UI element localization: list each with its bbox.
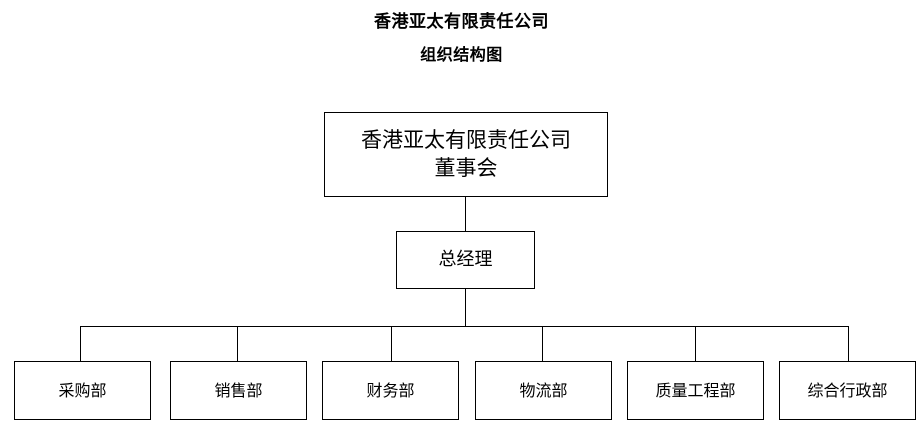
node-department-quality-engineering[interactable]: 质量工程部 <box>627 361 764 420</box>
node-department-general-administration[interactable]: 综合行政部 <box>779 361 916 420</box>
node-department-sales-label: 销售部 <box>214 380 263 400</box>
page-title-line-1: 香港亚太有限责任公司 <box>374 12 549 32</box>
connector-board-to-general-manager <box>464 196 466 232</box>
connector-drop-department-3 <box>391 326 393 362</box>
node-general-manager-label: 总经理 <box>438 249 493 271</box>
node-general-manager[interactable]: 总经理 <box>396 231 535 289</box>
node-department-logistics[interactable]: 物流部 <box>475 361 612 420</box>
connector-drop-department-4 <box>542 326 544 362</box>
connector-drop-department-1 <box>80 326 82 362</box>
node-department-purchasing-label: 采购部 <box>58 380 107 400</box>
node-department-quality-engineering-label: 质量工程部 <box>655 380 736 400</box>
node-department-sales[interactable]: 销售部 <box>170 361 307 420</box>
node-board-label: 董事会 <box>434 155 498 180</box>
node-department-finance[interactable]: 财务部 <box>322 361 459 420</box>
connector-drop-department-2 <box>237 326 239 362</box>
connector-department-bus <box>80 325 849 327</box>
connector-drop-department-5 <box>695 326 697 362</box>
connector-general-manager-to-bus <box>464 288 466 326</box>
node-board-company-name: 香港亚太有限责任公司 <box>361 127 571 152</box>
node-department-purchasing[interactable]: 采购部 <box>14 361 151 420</box>
connector-drop-department-6 <box>848 326 850 362</box>
node-department-logistics-label: 物流部 <box>519 380 568 400</box>
node-department-finance-label: 财务部 <box>366 380 415 400</box>
node-board-of-directors[interactable]: 香港亚太有限责任公司 董事会 <box>324 112 608 197</box>
node-department-general-administration-label: 综合行政部 <box>807 380 888 400</box>
page-title-line-2: 组织结构图 <box>420 45 503 64</box>
